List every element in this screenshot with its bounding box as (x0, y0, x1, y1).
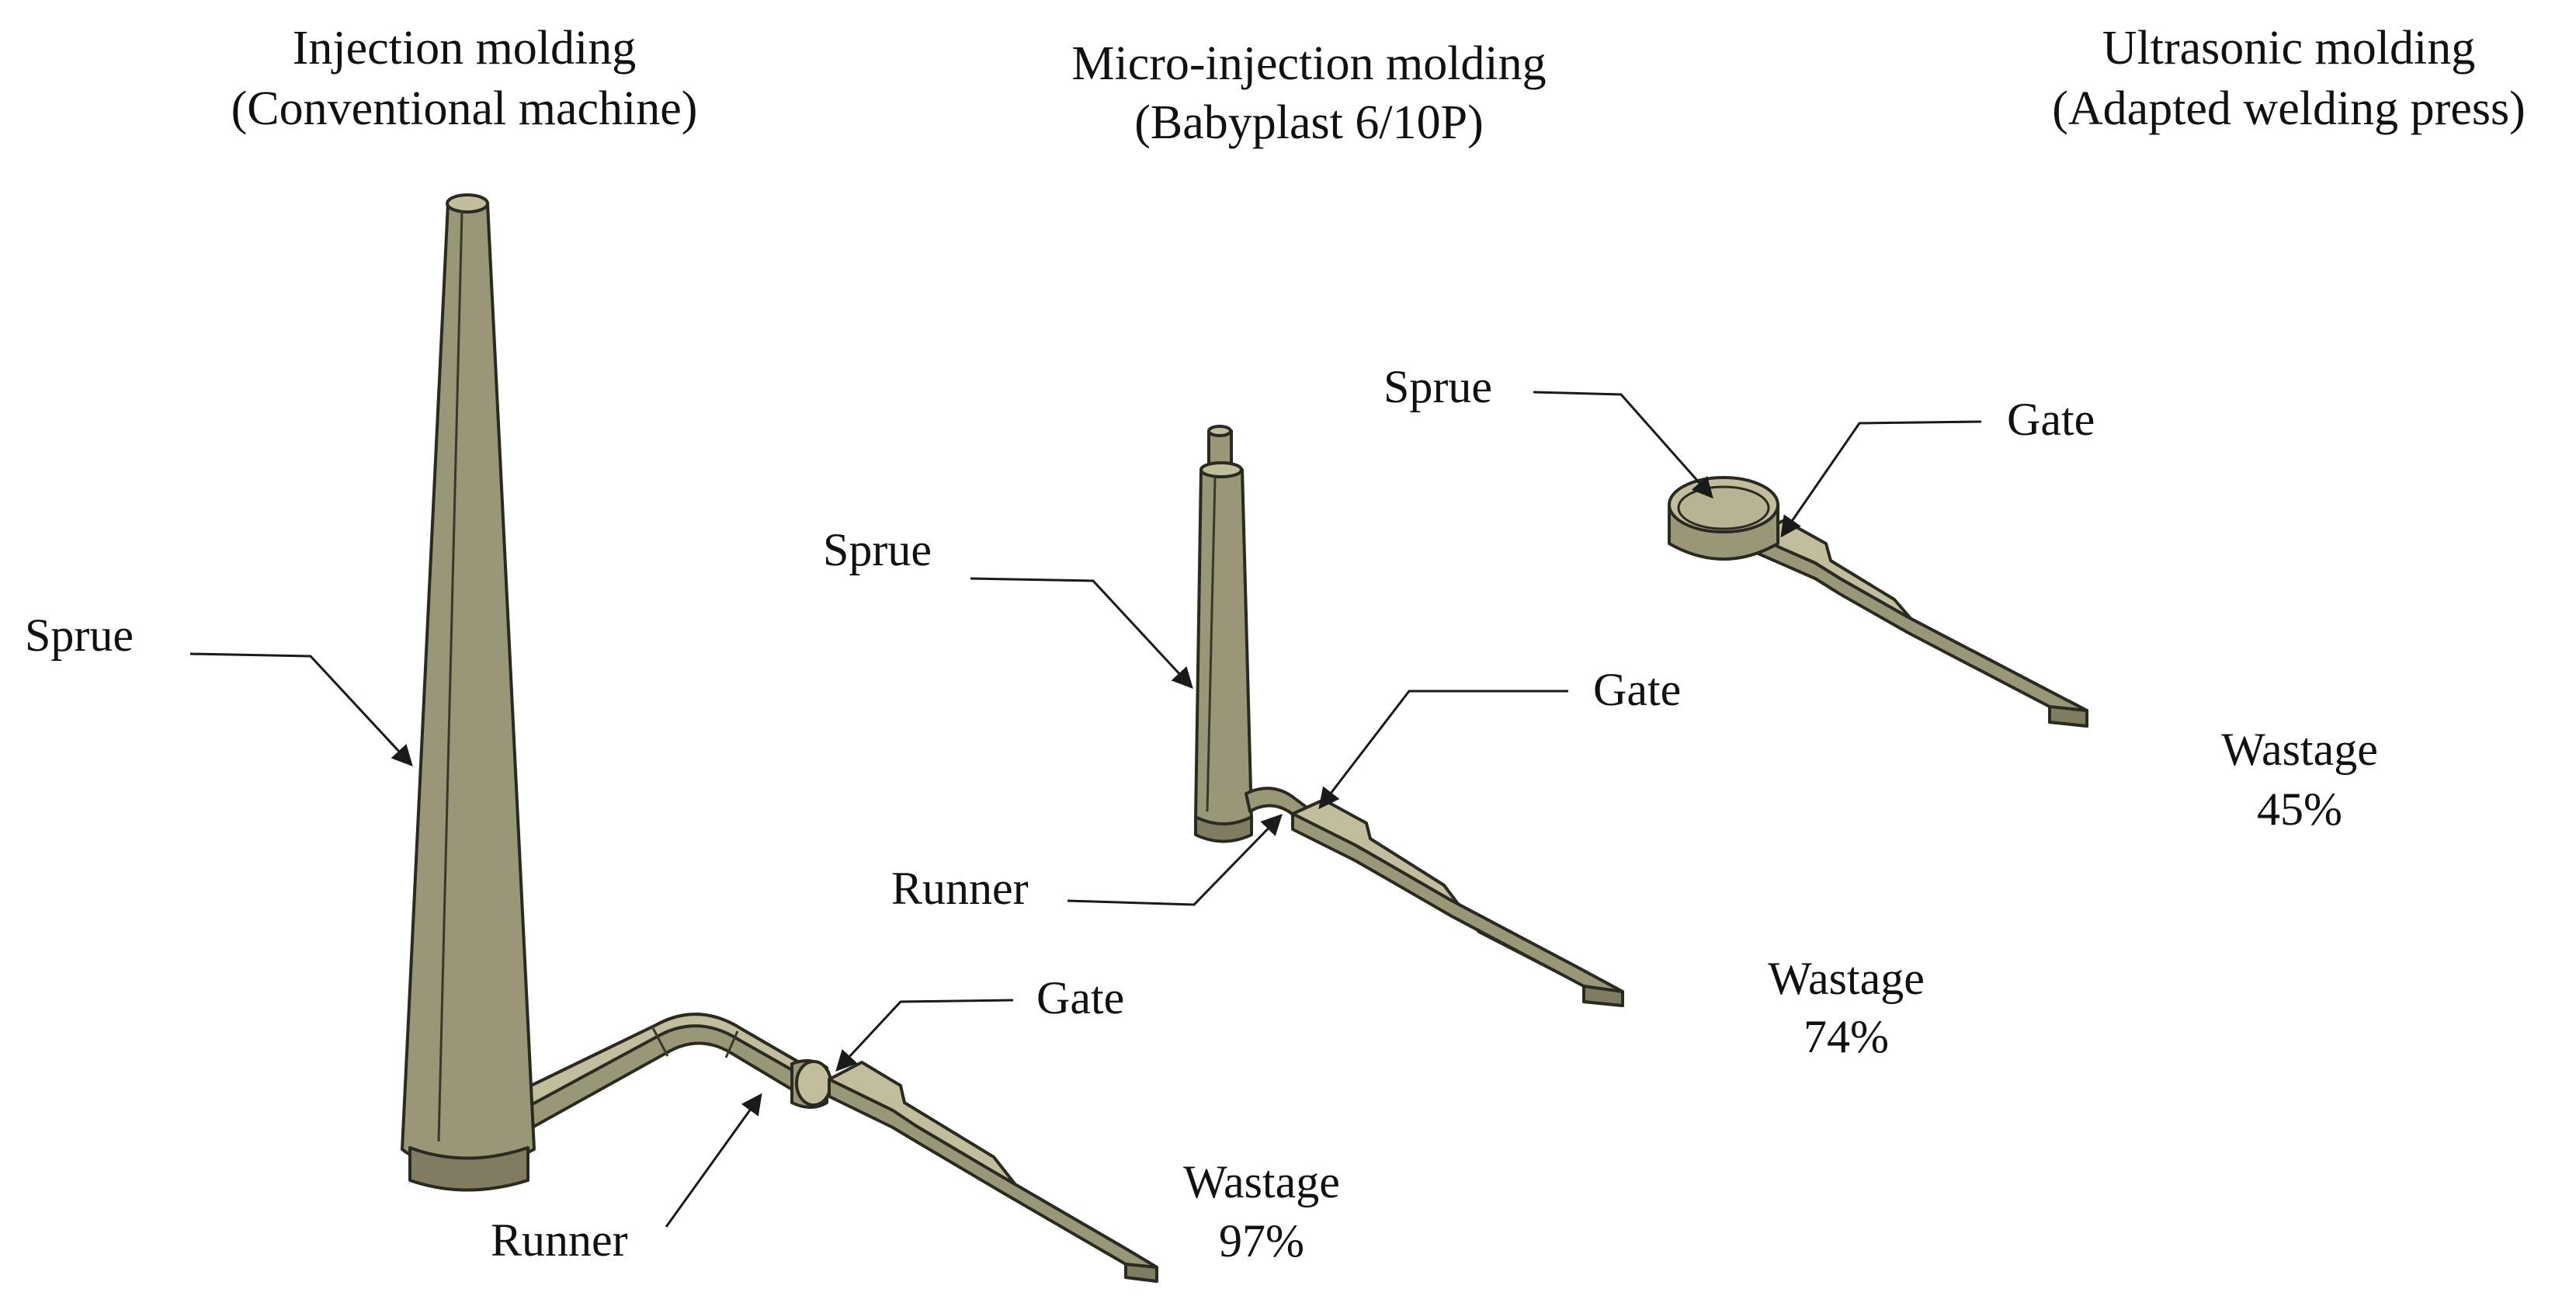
micro-injection-part-model (1194, 425, 1624, 1007)
gate-label: Gate (1036, 972, 1124, 1023)
sprue-label: Sprue (25, 610, 134, 661)
sprue-label: Sprue (1383, 361, 1492, 412)
section-micro-injection-molding: Micro-injection molding (Babyplast 6/10P… (823, 37, 1925, 1062)
gate-leader-line (1780, 420, 1982, 538)
wastage-value: 45% (2257, 784, 2342, 835)
wastage-value: 74% (1804, 1011, 1889, 1062)
wastage-label: Wastage (1183, 1156, 1340, 1207)
runner-leader-line (1067, 814, 1283, 906)
wastage-value: 97% (1219, 1215, 1304, 1267)
wastage-label: Wastage (1768, 953, 1925, 1004)
sprue-leader-line (189, 652, 413, 766)
section-title-line2: (Babyplast 6/10P) (1134, 96, 1483, 149)
section-title-line2: (Conventional machine) (231, 82, 698, 135)
section-injection-molding: Injection molding (Conventional machine)… (25, 22, 1340, 1283)
wastage-label: Wastage (2221, 724, 2378, 775)
sprue-leader-line (970, 577, 1193, 689)
sprue-leader-line (1533, 391, 1713, 499)
gate-label: Gate (1593, 664, 1681, 715)
gate-leader-line (835, 999, 1014, 1072)
section-ultrasonic-molding: Ultrasonic molding (Adapted welding pres… (1383, 22, 2526, 835)
injection-part-model (401, 193, 1158, 1283)
section-title-line1: Micro-injection molding (1071, 37, 1546, 90)
runner-label: Runner (491, 1214, 628, 1266)
gate-leader-line (1318, 690, 1568, 810)
section-title-line1: Ultrasonic molding (2102, 22, 2475, 75)
gate-label: Gate (2007, 394, 2095, 445)
section-title-line2: (Adapted welding press) (2052, 82, 2526, 135)
ultrasonic-part-model (1668, 476, 2088, 728)
sprue-label: Sprue (823, 524, 932, 575)
runner-leader-line (665, 1093, 762, 1228)
section-title-line1: Injection molding (293, 22, 637, 75)
runner-label: Runner (891, 863, 1029, 914)
